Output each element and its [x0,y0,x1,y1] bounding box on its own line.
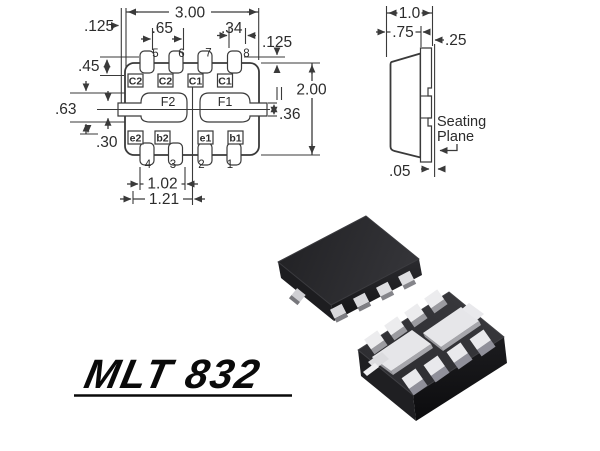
package-bottom-pins [139,142,242,166]
plan-view: C2 C2 C1 C1 e2 b2 e1 b1 F2 F1 5 6 7 8 4 … [55,5,331,208]
seating-plane-leader [439,144,458,154]
dim-inner-span: 1.02 [127,175,198,193]
chip-a-top-face [277,215,420,306]
top-pad-labels: C2 C2 C1 C1 [127,73,234,88]
dim-label-pin-pitch: .65 [152,20,174,37]
pin-number-1: 1 [227,159,233,171]
dim-label-overall-width: 3.00 [175,5,206,22]
pin-6 [168,50,184,74]
pin-numbers: 5 6 7 8 4 3 2 1 [145,48,250,172]
chip-bottom-view [357,289,507,421]
dim-label-right-offset: .125 [262,34,292,51]
dim-label-row-offset: .30 [96,134,118,151]
dim-label-pad-width: .34 [221,20,243,37]
dim-row-offset: .30 [84,124,118,151]
plan-extension-lines [70,8,320,204]
bottom-pad-labels: e2 b2 e1 b1 [127,130,244,145]
pad-f2-shape [117,92,188,123]
chip-a-front-face [331,259,422,321]
pin-number-6: 6 [178,48,184,60]
dim-side-body: .75 [376,24,431,41]
pad-label-c1-b: C1 [218,76,232,88]
pin-number-5: 5 [152,48,158,60]
dim-standoff: .05 [389,163,446,180]
dim-label-pad-length: .45 [78,58,100,75]
seating-plane-text-2: Plane [437,129,474,145]
pin-8 [226,50,243,74]
pin-number-4: 4 [145,159,152,171]
pad-label-c2-b: C2 [159,76,173,88]
dim-label-left-offset: .125 [84,18,114,35]
chip-top-view [277,215,422,323]
pad-label-f2: F2 [161,95,176,109]
pad-label-b2: b2 [156,133,168,145]
dim-pad-length: .45 [78,58,111,75]
part-number: MLT 832 [74,350,292,397]
pad-label-b1: b1 [229,133,241,145]
dim-overall-width: 3.00 [126,5,259,22]
thermal-pad-f2 [372,330,431,371]
chip-a-left-face [278,262,334,321]
part-number-text: MLT 832 [81,350,266,396]
dim-label-side-lead: .25 [445,32,467,49]
side-lead-column [419,47,433,163]
dim-label-inner-span: 1.02 [147,176,177,193]
package-top-pins [139,50,243,74]
seating-plane-callout: Seating Plane [437,114,486,154]
pin-7 [197,50,213,74]
chip-a-leads [288,270,417,323]
dim-label-standoff: .05 [389,163,411,180]
dim-outer-span: 1.21 [120,191,205,208]
dim-side-lead: .25 [434,32,467,49]
pad-label-e2: e2 [130,133,142,145]
pad-label-f1: F1 [218,95,233,109]
dim-pad-span: .63 [55,81,112,134]
seating-plane-text-1: Seating [437,114,486,130]
dim-overall-depth: 2.00 [293,63,331,155]
chip-b-thermal-pads [363,303,484,376]
chip-b-front-face [413,337,507,421]
dim-left-offset: .125 [84,18,119,35]
dim-label-pad-span: .63 [55,101,77,118]
pad-label-c1-a: C1 [189,76,203,88]
dim-label-side-overall: 1.0 [399,5,421,22]
dim-side-overall: 1.0 [386,5,433,22]
side-body-profile [389,52,422,159]
pad-f1-shape [199,92,268,123]
dim-label-overall-depth: 2.00 [296,82,327,99]
pin-number-8: 8 [243,48,249,60]
dim-label-side-body: .75 [392,24,414,41]
pin-number-7: 7 [205,48,211,60]
pin-number-3: 3 [170,159,176,171]
pad-label-c2-a: C2 [129,76,143,88]
thermal-pad-f1 [423,307,479,347]
pad-label-e1: e1 [200,133,212,145]
chip-photo [277,215,507,421]
dim-pin-pitch: .65 [141,20,182,43]
chip-b-pads-upper [364,289,448,355]
dim-right-offset: .125 [262,34,292,73]
dim-pad-width: .34 [217,20,256,39]
side-view: 1.0 .75 .25 Seating Plane .05 [376,5,486,180]
pin-3 [167,142,184,166]
dim-label-outer-span: 1.21 [149,191,179,208]
chip-b-pads-lower [401,329,496,396]
pin-5 [139,50,155,74]
dim-label-tab-width: .36 [279,106,301,123]
dim-tab-width: .36 [270,104,301,123]
pin-4 [139,142,155,166]
pin-number-2: 2 [198,159,204,171]
